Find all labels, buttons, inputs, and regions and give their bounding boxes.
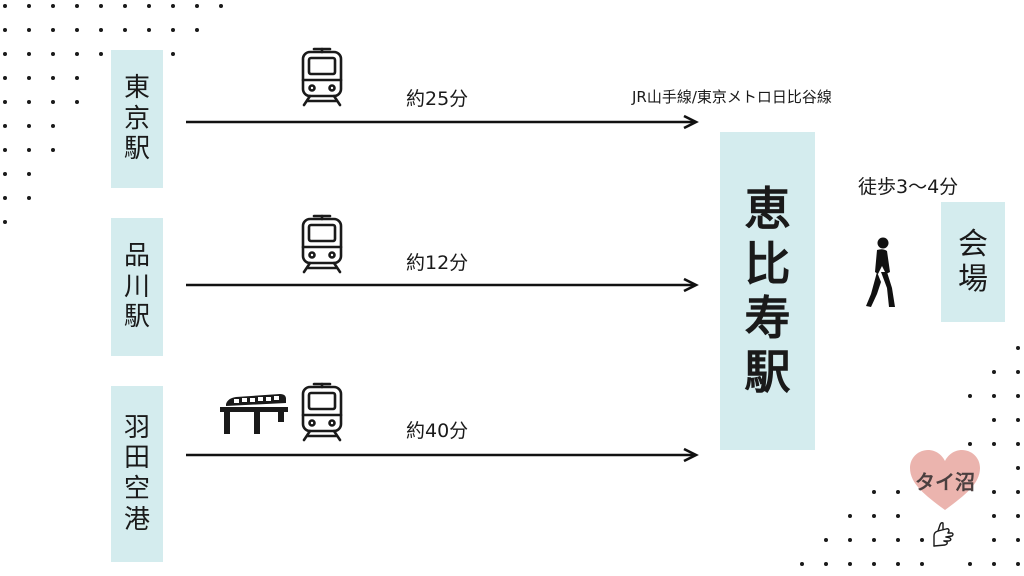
origin-char: 品 [123, 240, 150, 271]
monorail-icon [220, 394, 288, 434]
venue-box: 会 場 [941, 202, 1005, 322]
venue-char: 会 [958, 226, 988, 262]
origin-box-tokyo-station: 東 京 駅 [111, 50, 163, 188]
travel-time-haneda: 約40分 [406, 420, 469, 442]
origin-box-shinagawa-station: 品 川 駅 [111, 218, 163, 356]
walking-person-icon [866, 237, 895, 307]
origin-char: 港 [123, 504, 150, 535]
arrow-tokyo-to-ebisu [186, 114, 699, 130]
destination-char: 駅 [744, 345, 791, 400]
origin-char: 駅 [123, 134, 150, 165]
destination-char: 寿 [744, 291, 791, 345]
arrow-haneda-to-ebisu [186, 447, 699, 463]
walk-time-label: 徒歩3〜4分 [858, 176, 959, 198]
travel-time-tokyo: 約25分 [406, 88, 469, 110]
watermark-logo-text: タイ沼 [915, 470, 975, 494]
origin-char: 川 [123, 271, 150, 302]
heart-logo-icon [910, 450, 980, 510]
line-info-label: JR山手線/東京メトロ日比谷線 [632, 88, 832, 106]
origin-box-haneda-airport: 羽 田 空 港 [111, 386, 163, 562]
origin-char: 羽 [123, 412, 150, 443]
origin-char: 駅 [123, 302, 150, 333]
origin-char: 田 [123, 443, 150, 474]
finger-heart-hand-icon [933, 522, 954, 547]
dot-pattern-top-left [3, 4, 223, 224]
train-icon [301, 214, 343, 274]
origin-char: 空 [123, 474, 150, 504]
destination-char: 比 [744, 236, 791, 291]
travel-time-shinagawa: 約12分 [406, 252, 469, 274]
destination-box-ebisu-station: 恵 比 寿 駅 [720, 132, 815, 450]
train-icon [301, 382, 343, 442]
venue-char: 場 [958, 262, 988, 297]
origin-char: 京 [123, 103, 150, 134]
arrow-shinagawa-to-ebisu [186, 277, 699, 293]
origin-char: 東 [123, 72, 150, 103]
destination-char: 恵 [744, 182, 791, 237]
dot-pattern-bottom-right [800, 346, 1020, 566]
train-icon [301, 47, 343, 107]
